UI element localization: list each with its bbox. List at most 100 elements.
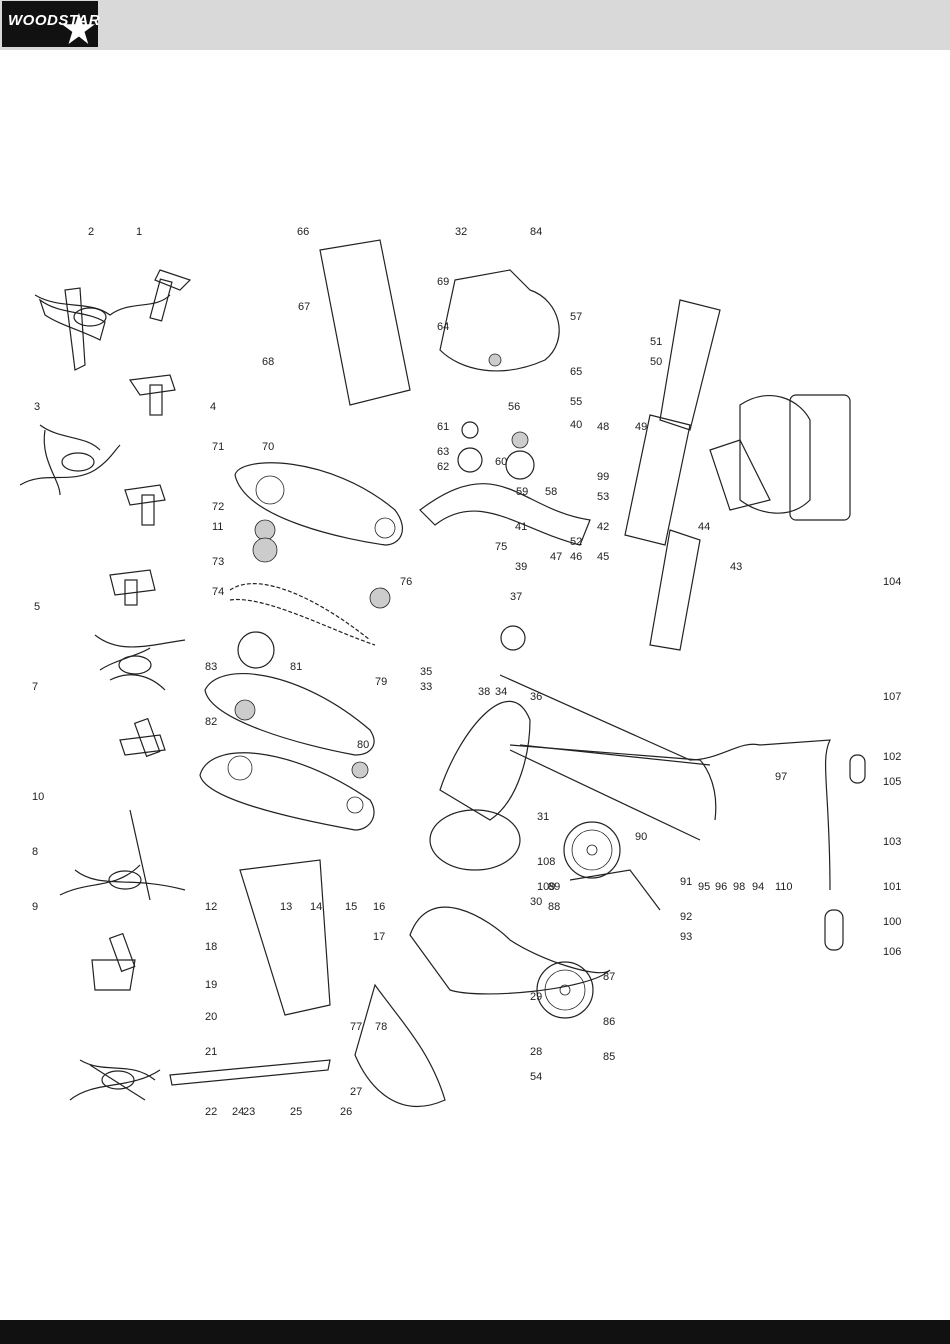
callout-42: 42 (597, 521, 609, 533)
callout-33: 33 (420, 681, 432, 693)
callout-90: 90 (635, 831, 647, 843)
callout-57: 57 (570, 311, 582, 323)
exploded-parts-diagram: 1 2 3 4 5 7 8 9 10 11 12 13 14 15 16 17 … (19, 226, 901, 1118)
callout-5: 5 (34, 601, 40, 613)
callout-47: 47 (550, 551, 562, 563)
callout-15: 15 (345, 901, 357, 913)
callout-83: 83 (205, 661, 217, 673)
callout-95: 95 (698, 881, 710, 893)
belts-covers (354, 700, 611, 1107)
callout-19: 19 (205, 979, 217, 991)
frame-plates (169, 239, 591, 1086)
callout-12: 12 (205, 901, 217, 913)
callout-21: 21 (205, 1046, 217, 1058)
callout-34: 34 (495, 686, 507, 698)
callout-86: 86 (603, 1016, 615, 1028)
callout-17: 17 (373, 931, 385, 943)
callout-10: 10 (32, 791, 44, 803)
callout-37: 37 (510, 591, 522, 603)
callout-49: 49 (635, 421, 647, 433)
callout-13: 13 (280, 901, 292, 913)
callout-105: 105 (883, 776, 901, 788)
callout-41: 41 (515, 521, 527, 533)
wheels (536, 821, 661, 1019)
callout-76: 76 (400, 576, 412, 588)
callout-109: 109 (537, 881, 555, 893)
callout-27: 27 (350, 1086, 362, 1098)
callout-82: 82 (205, 716, 217, 728)
page-header: WOODSTAR (0, 0, 950, 50)
callout-55: 55 (570, 396, 582, 408)
callout-79: 79 (375, 676, 387, 688)
callout-73: 73 (212, 556, 224, 568)
callout-108: 108 (537, 856, 555, 868)
callout-52: 52 (570, 536, 582, 548)
callout-81: 81 (290, 661, 302, 673)
callout-107: 107 (883, 691, 901, 703)
callout-20: 20 (205, 1011, 217, 1023)
callout-99: 99 (597, 471, 609, 483)
callout-74: 74 (212, 586, 224, 598)
tine-assembly-3 (94, 634, 186, 691)
gear-housing (439, 269, 560, 651)
callout-75: 75 (495, 541, 507, 553)
callout-64: 64 (437, 321, 449, 333)
callout-40: 40 (570, 419, 582, 431)
callout-102: 102 (883, 751, 901, 763)
callout-84: 84 (530, 226, 542, 238)
callout-22: 22 (205, 1106, 217, 1118)
callout-80: 80 (357, 739, 369, 751)
callout-16: 16 (373, 901, 385, 913)
callout-98: 98 (733, 881, 745, 893)
callout-23: 23 (243, 1106, 255, 1118)
callout-3: 3 (34, 401, 40, 413)
callout-78: 78 (375, 1021, 387, 1033)
callout-69: 69 (437, 276, 449, 288)
callout-18: 18 (205, 941, 217, 953)
callout-68: 68 (262, 356, 274, 368)
callout-1: 1 (136, 226, 142, 238)
callout-87: 87 (603, 971, 615, 983)
handle-bars (499, 674, 866, 951)
callout-61: 61 (437, 421, 449, 433)
callout-110: 110 (775, 881, 793, 893)
callout-26: 26 (340, 1106, 352, 1118)
callout-46: 46 (570, 551, 582, 563)
callout-7: 7 (32, 681, 38, 693)
callout-66: 66 (297, 226, 309, 238)
callout-59: 59 (516, 486, 528, 498)
tine-assembly-4 (59, 809, 186, 901)
callout-8: 8 (32, 846, 38, 858)
callout-4: 4 (210, 401, 216, 413)
tine-assembly-2 (19, 424, 121, 496)
callout-11: 11 (212, 521, 223, 533)
callout-36: 36 (530, 691, 542, 703)
callout-51: 51 (650, 336, 662, 348)
callout-70: 70 (262, 441, 274, 453)
callout-88: 88 (548, 901, 560, 913)
woodstar-logo: WOODSTAR (2, 1, 100, 47)
callout-14: 14 (310, 901, 322, 913)
page-footer (0, 1320, 950, 1344)
callout-60: 60 (495, 456, 507, 468)
callout-101: 101 (883, 881, 901, 893)
callout-85: 85 (603, 1051, 615, 1063)
callout-63: 63 (437, 446, 449, 458)
callout-93: 93 (680, 931, 692, 943)
callout-104: 104 (883, 576, 901, 588)
callout-31: 31 (537, 811, 549, 823)
shaft-mounts (91, 269, 192, 991)
callout-30: 30 (530, 896, 542, 908)
callout-56: 56 (508, 401, 520, 413)
callout-2: 2 (88, 226, 94, 238)
callout-50: 50 (650, 356, 662, 368)
tine-assembly-5 (69, 1059, 161, 1101)
callout-45: 45 (597, 551, 609, 563)
callout-96: 96 (715, 881, 727, 893)
callout-9: 9 (32, 901, 38, 913)
callout-65: 65 (570, 366, 582, 378)
callout-77: 77 (350, 1021, 362, 1033)
callout-103: 103 (883, 836, 901, 848)
callout-35: 35 (420, 666, 432, 678)
callout-28: 28 (530, 1046, 542, 1058)
